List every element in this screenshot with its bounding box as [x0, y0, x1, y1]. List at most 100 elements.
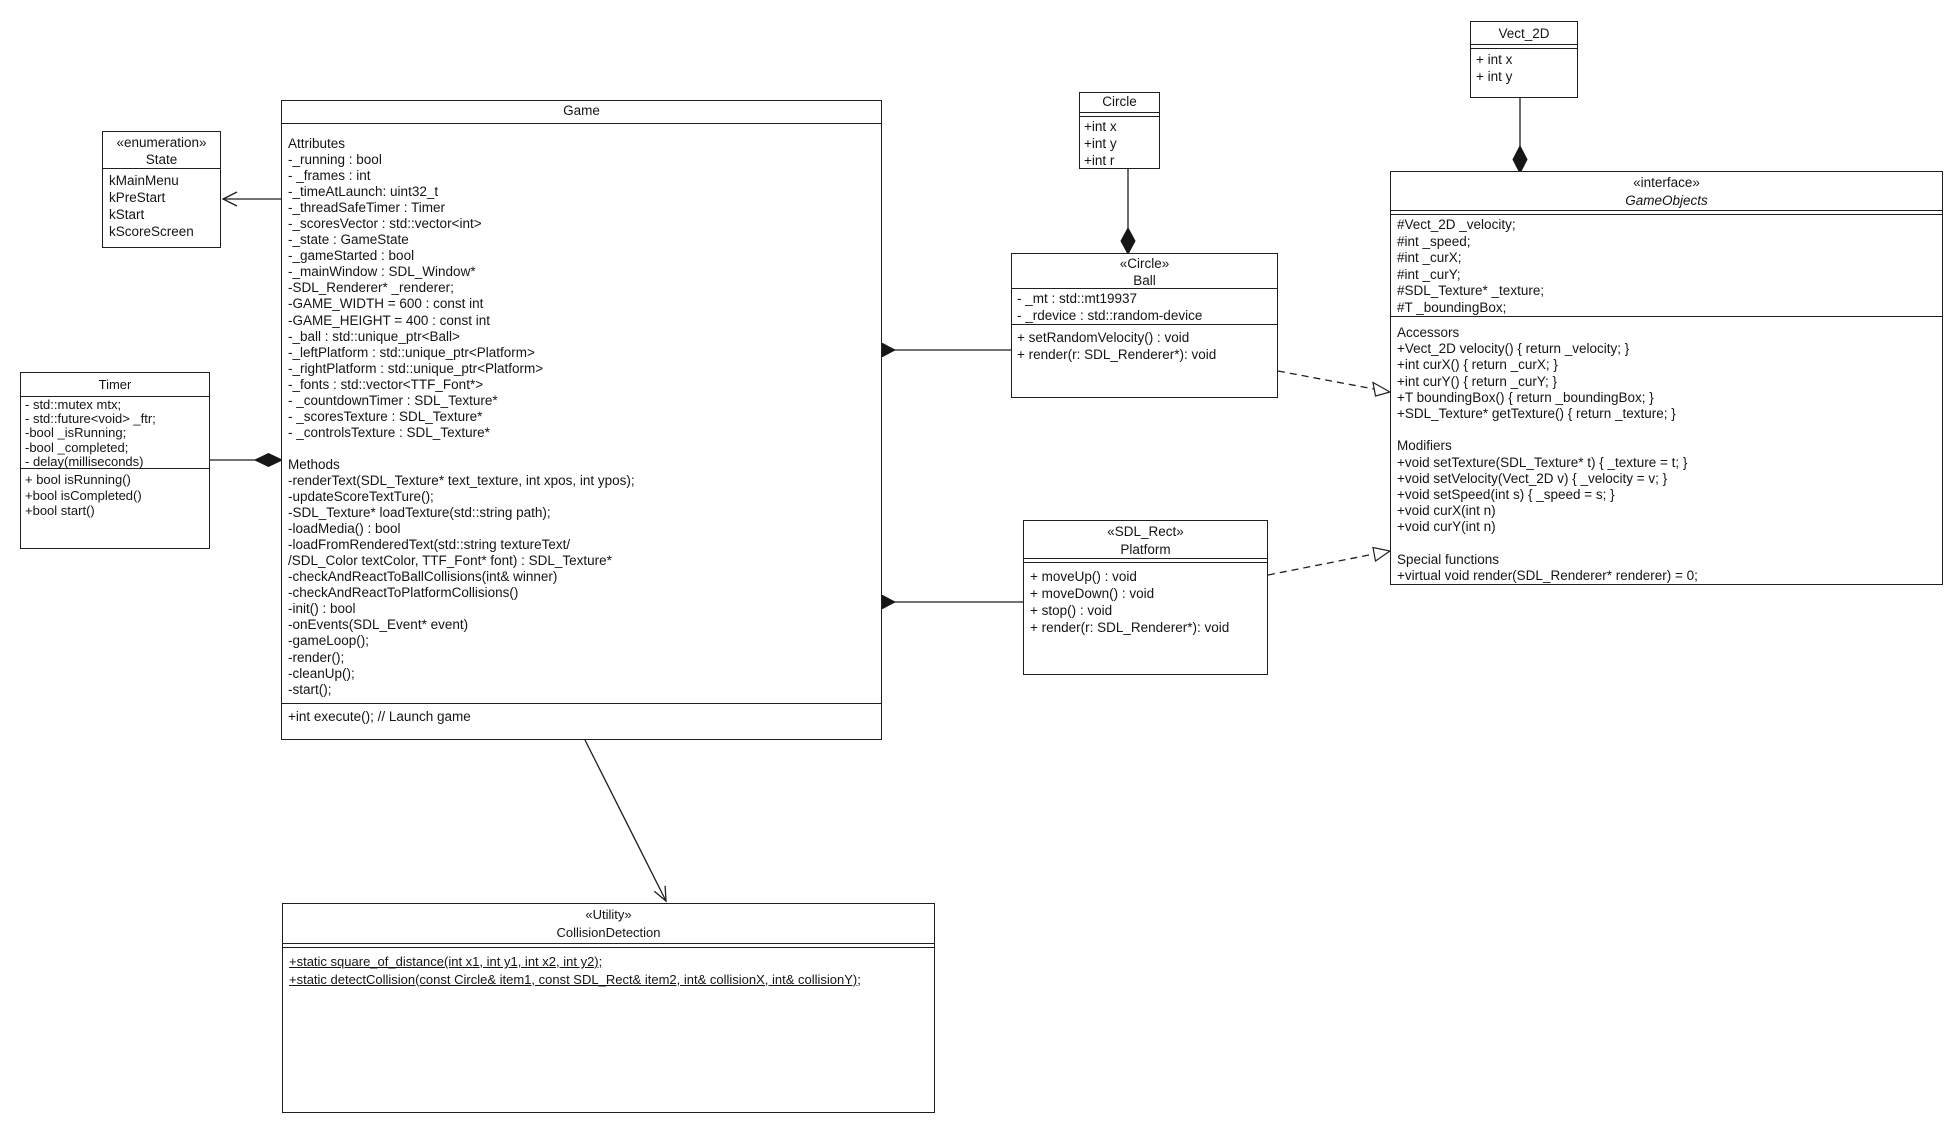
realization-platform-gameobjects — [1267, 546, 1392, 576]
composition-game-timer — [210, 452, 284, 468]
uml-text-line: -checkAndReactToBallCollisions(int& winn… — [288, 569, 558, 585]
uml-text-line: -SDL_Texture* loadTexture(std::string pa… — [288, 505, 551, 521]
uml-text-line: - _frames : int — [288, 168, 371, 184]
class-gameobjects-methods: Accessors+Vect_2D velocity() { return _v… — [1391, 316, 1942, 584]
stereotype-label: «SDL_Rect» — [1107, 524, 1184, 539]
class-timer: Timer - std::mutex mtx;- std::future<voi… — [20, 372, 210, 549]
uml-text-line: kPreStart — [109, 190, 166, 205]
uml-text-line: kMainMenu — [109, 173, 179, 188]
uml-text-line: /SDL_Color textColor, TTF_Font* font) : … — [288, 553, 612, 569]
class-name: Timer — [21, 373, 209, 397]
class-name: Game — [282, 101, 881, 124]
class-gameobjects: «interface» GameObjects #Vect_2D _veloci… — [1390, 171, 1943, 585]
uml-text-line: +SDL_Texture* getTexture() { return _tex… — [1397, 406, 1676, 422]
uml-text-line: #int _curY; — [1397, 266, 1461, 282]
uml-text-line: +static detectCollision(const Circle& it… — [289, 971, 861, 987]
class-game: Game Attributes-_running : bool- _frames… — [281, 100, 882, 740]
uml-text-line: -_state : GameState — [288, 232, 409, 248]
uml-text-line: + moveUp() : void — [1030, 569, 1137, 584]
class-game-footer: +int execute(); // Launch game — [282, 703, 881, 730]
uml-text-line: -_mainWindow : SDL_Window* — [288, 264, 476, 280]
uml-text-line: -updateScoreTextTure(); — [288, 489, 434, 505]
uml-text-line: +T boundingBox() { return _boundingBox; … — [1397, 389, 1654, 405]
uml-text-line: #SDL_Texture* _texture; — [1397, 283, 1545, 298]
class-vect2d-attributes: + int x + int y — [1471, 49, 1577, 87]
uml-text-line: kScoreScreen — [109, 224, 194, 239]
uml-text-line: +static square_of_distance(int x1, int y… — [289, 954, 603, 969]
uml-text-line: -renderText(SDL_Texture* text_texture, i… — [288, 472, 635, 488]
uml-text-line: +bool isCompleted() — [25, 487, 142, 503]
uml-text-line: #int _speed; — [1397, 233, 1471, 249]
uml-text-line: + int x — [1476, 52, 1513, 67]
class-timer-attributes: - std::mutex mtx;- std::future<void> _ft… — [21, 397, 209, 469]
uml-text-line: -render(); — [288, 649, 345, 665]
dependency-game-to-state — [221, 191, 281, 207]
class-name: Circle — [1080, 93, 1159, 113]
uml-text-line: -GAME_HEIGHT = 400 : const int — [288, 312, 490, 328]
uml-text-line: - std::mutex mtx; — [25, 397, 122, 412]
uml-text-line: -start(); — [288, 681, 332, 697]
class-name: CollisionDetection — [556, 925, 661, 940]
uml-text-line: -_ball : std::unique_ptr<Ball> — [288, 328, 460, 344]
class-collisiondetection-methods: +static square_of_distance(int x1, int y… — [283, 948, 934, 993]
uml-text-line — [288, 441, 875, 457]
uml-text-line — [1397, 536, 1936, 552]
stereotype-label: «interface» — [1633, 175, 1700, 190]
uml-text-line: Methods — [288, 456, 340, 472]
uml-text-line: + render(r: SDL_Renderer*): void — [1017, 347, 1217, 362]
class-collisiondetection-title: «Utility» CollisionDetection — [283, 904, 934, 944]
uml-text-line: +void curX(int n) — [1397, 503, 1496, 519]
realization-ball-gameobjects — [1277, 370, 1392, 397]
uml-text-line: Accessors — [1397, 325, 1460, 340]
uml-text-line: #Vect_2D _velocity; — [1397, 217, 1516, 232]
uml-text-line: +int x — [1084, 119, 1117, 134]
uml-text-line: #int _curX; — [1397, 250, 1462, 265]
uml-text-line: -bool _completed; — [25, 439, 129, 455]
uml-text-line: + stop() : void — [1030, 603, 1113, 618]
uml-text-line: -_scoresVector : std::vector<int> — [288, 216, 482, 232]
class-ball-title: «Circle» Ball — [1012, 254, 1277, 289]
class-ball: «Circle» Ball - _mt : std::mt19937- _rde… — [1011, 253, 1278, 398]
uml-text-line: -gameLoop(); — [288, 633, 370, 649]
class-game-body: Attributes-_running : bool- _frames : in… — [282, 124, 881, 703]
uml-text-line: + setRandomVelocity() : void — [1017, 330, 1190, 345]
class-name: State — [145, 152, 178, 167]
class-timer-methods: + bool isRunning()+bool isCompleted()+bo… — [21, 469, 209, 522]
uml-text-line: + int y — [1476, 69, 1513, 84]
uml-text-line: +int r — [1084, 153, 1115, 168]
uml-text-line: +bool start() — [25, 503, 95, 518]
empty-compartment — [283, 944, 934, 948]
uml-text-line: - _scoresTexture : SDL_Texture* — [288, 408, 483, 424]
uml-text-line: + render(r: SDL_Renderer*): void — [1030, 620, 1230, 635]
uml-text-line: +void setVelocity(Vect_2D v) { _velocity… — [1397, 470, 1668, 486]
composition-ball-circle — [1120, 169, 1136, 256]
class-platform-methods: + moveUp() : void+ moveDown() : void+ st… — [1024, 563, 1267, 641]
class-platform: «SDL_Rect» Platform + moveUp() : void+ m… — [1023, 520, 1268, 675]
composition-game-platform — [868, 594, 1023, 610]
uml-text-line: +int curX() { return _curX; } — [1397, 357, 1558, 373]
uml-text-line: -_leftPlatform : std::unique_ptr<Platfor… — [288, 344, 535, 360]
uml-text-line: -loadMedia() : bool — [288, 521, 401, 537]
uml-text-line: -SDL_Renderer* _renderer; — [288, 280, 454, 296]
class-name: Vect_2D — [1471, 22, 1577, 45]
uml-text-line: -onEvents(SDL_Event* event) — [288, 617, 469, 633]
empty-compartment — [1024, 559, 1267, 563]
uml-text-line: -GAME_WIDTH = 600 : const int — [288, 296, 484, 312]
uml-text-line: -_fonts : std::vector<TTF_Font*> — [288, 376, 484, 392]
class-vect2d: Vect_2D + int x + int y — [1470, 21, 1578, 98]
uml-text-line: - _controlsTexture : SDL_Texture* — [288, 424, 490, 440]
uml-text-line: - std::future<void> _ftr; — [25, 411, 156, 427]
composition-gameobjects-vect2d — [1512, 98, 1528, 175]
uml-text-line: +virtual void render(SDL_Renderer* rende… — [1397, 568, 1698, 584]
uml-text-line: -_gameStarted : bool — [288, 248, 415, 264]
composition-game-ball — [868, 342, 1011, 358]
uml-text-line: -_timeAtLaunch: uint32_t — [288, 184, 439, 200]
class-circle-attributes: +int x+int y+int r — [1080, 117, 1159, 170]
uml-text-line: +void setSpeed(int s) { _speed = s; } — [1397, 487, 1615, 503]
stereotype-label: «Utility» — [585, 907, 632, 922]
class-ball-methods: + setRandomVelocity() : void + render(r: … — [1012, 325, 1277, 367]
class-name: GameObjects — [1625, 193, 1708, 208]
